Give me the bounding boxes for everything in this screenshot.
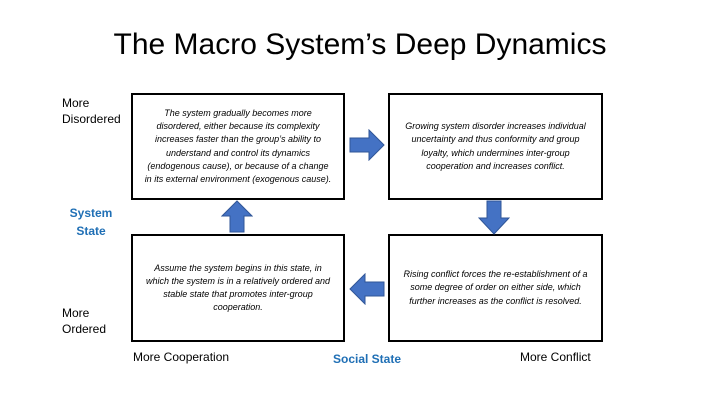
box-bottom-left: Assume the system begins in this state, … [131,234,345,342]
y-axis-title-line1: System [69,206,113,220]
box-top-left-text: The system gradually becomes more disord… [144,108,332,184]
y-axis-top-label-line2: Disordered [62,111,121,126]
y-axis-bottom-label-line2: Ordered [62,321,107,336]
y-axis-title: System State [64,204,118,240]
box-top-right-text: Growing system disorder increases indivi… [405,121,586,171]
box-bottom-right: Rising conflict forces the re-establishm… [388,234,603,342]
box-bottom-right-text: Rising conflict forces the re-establishm… [403,269,588,306]
slide-title: The Macro System’s Deep Dynamics [113,28,607,61]
box-top-right: Growing system disorder increases indivi… [388,93,603,200]
x-axis-title: Social State [332,352,402,366]
y-axis-top-label: More Disordered [62,96,121,127]
arrow-right-icon [349,129,385,161]
x-axis-right-label: More Conflict [520,350,591,364]
arrow-left-icon [349,273,385,305]
y-axis-bottom-label-line1: More [62,306,90,320]
y-axis-bottom-label: More Ordered [62,306,106,337]
arrow-up-icon [221,200,253,233]
y-axis-title-line2: State [76,224,106,238]
box-bottom-left-text: Assume the system begins in this state, … [145,262,331,313]
box-top-left: The system gradually becomes more disord… [131,93,345,200]
x-axis-left-label: More Cooperation [133,350,230,364]
arrow-down-icon [478,200,510,235]
y-axis-top-label-line1: More [62,96,90,110]
